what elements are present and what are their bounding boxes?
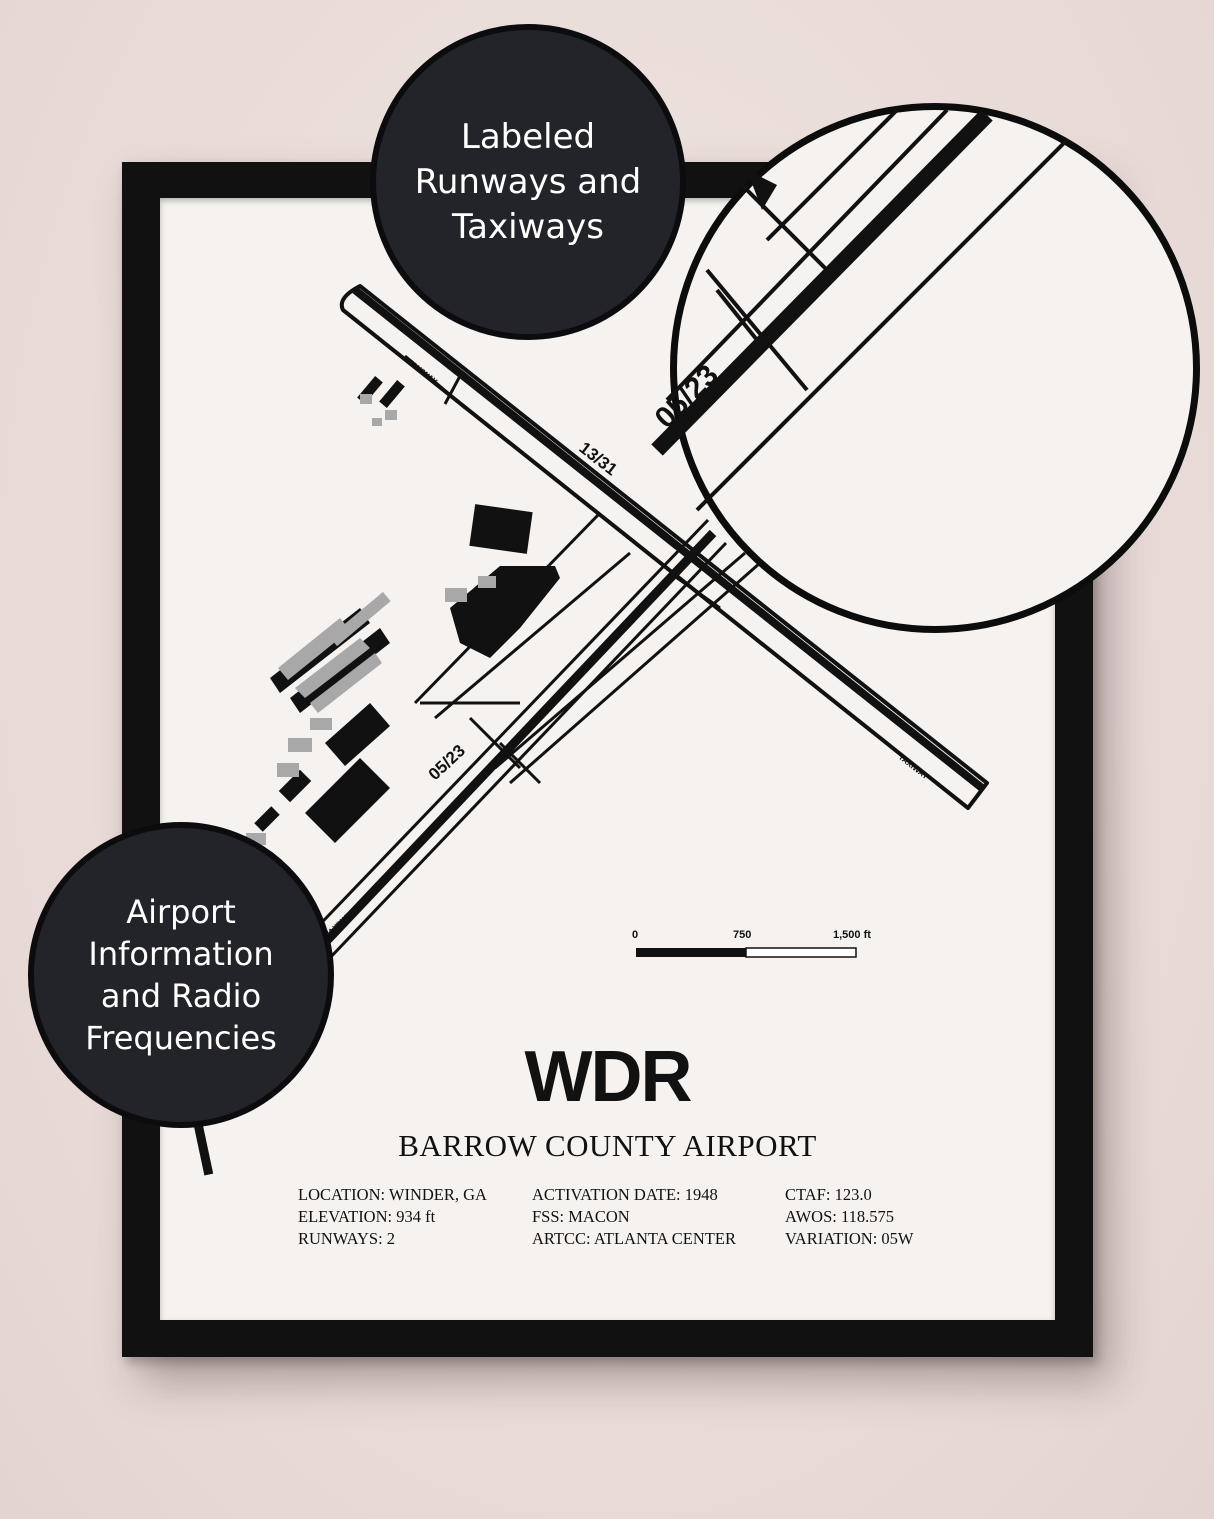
info-elevation: ELEVATION: 934 ft — [298, 1207, 436, 1226]
magnifier-callout: 05/23 — [649, 103, 1200, 633]
airport-name: BARROW COUNTY AIRPORT — [398, 1128, 817, 1163]
taxiway-label-top: TAXIWAY — [406, 357, 440, 386]
info-location: LOCATION: WINDER, GA — [298, 1185, 487, 1204]
info-ctaf: CTAF: 123.0 — [785, 1185, 872, 1204]
callout-runways-taxiways: Labeled Runways and Taxiways — [370, 24, 686, 340]
scale-label-1500: 1,500 ft — [833, 929, 871, 941]
callout-top-line-1: Labeled — [460, 116, 596, 157]
info-fss: FSS: MACON — [532, 1207, 630, 1226]
scale-label-0: 0 — [632, 929, 639, 941]
callout-left-line-4: Frequencies — [85, 1019, 277, 1057]
info-artcc: ARTCC: ATLANTA CENTER — [532, 1229, 736, 1248]
info-awos: AWOS: 118.575 — [785, 1207, 894, 1226]
info-column-3: CTAF: 123.0 AWOS: 118.575 VARIATION: 05W — [785, 1184, 913, 1250]
callout-top-line-3: Taxiways — [451, 206, 604, 247]
callout-airport-info: Airport Information and Radio Frequencie… — [28, 822, 334, 1128]
taxiways — [404, 354, 761, 785]
callout-top-line-2: Runways and — [414, 161, 642, 202]
info-column-1: LOCATION: WINDER, GA ELEVATION: 934 ft R… — [298, 1184, 487, 1250]
magnified-detail: 05/23 — [649, 108, 1069, 512]
scale-label-750: 750 — [733, 929, 752, 941]
info-variation: VARIATION: 05W — [785, 1229, 914, 1248]
scale-bar — [636, 947, 857, 958]
info-runways: RUNWAYS: 2 — [298, 1229, 396, 1248]
airport-diagram: 13/31 05/23 TAXIWAY TAXIWAY TAXIWAY — [246, 284, 989, 964]
airport-code: WDR — [524, 1037, 693, 1117]
taxiway-label-right: TAXIWAY — [897, 752, 931, 781]
runway-13-31 — [339, 284, 989, 810]
callout-left-line-3: and Radio — [100, 977, 262, 1015]
callout-left-line-1: Airport — [126, 893, 236, 931]
runway-05-23 — [303, 518, 728, 964]
info-activation-date: ACTIVATION DATE: 1948 — [532, 1185, 718, 1204]
poster-paper: 13/31 05/23 TAXIWAY TAXIWAY TAXIWAY 0 75… — [160, 198, 1055, 1320]
info-column-2: ACTIVATION DATE: 1948 FSS: MACON ARTCC: … — [532, 1184, 736, 1250]
callout-left-line-2: Information — [88, 935, 274, 973]
hangars-gray — [246, 394, 496, 845]
